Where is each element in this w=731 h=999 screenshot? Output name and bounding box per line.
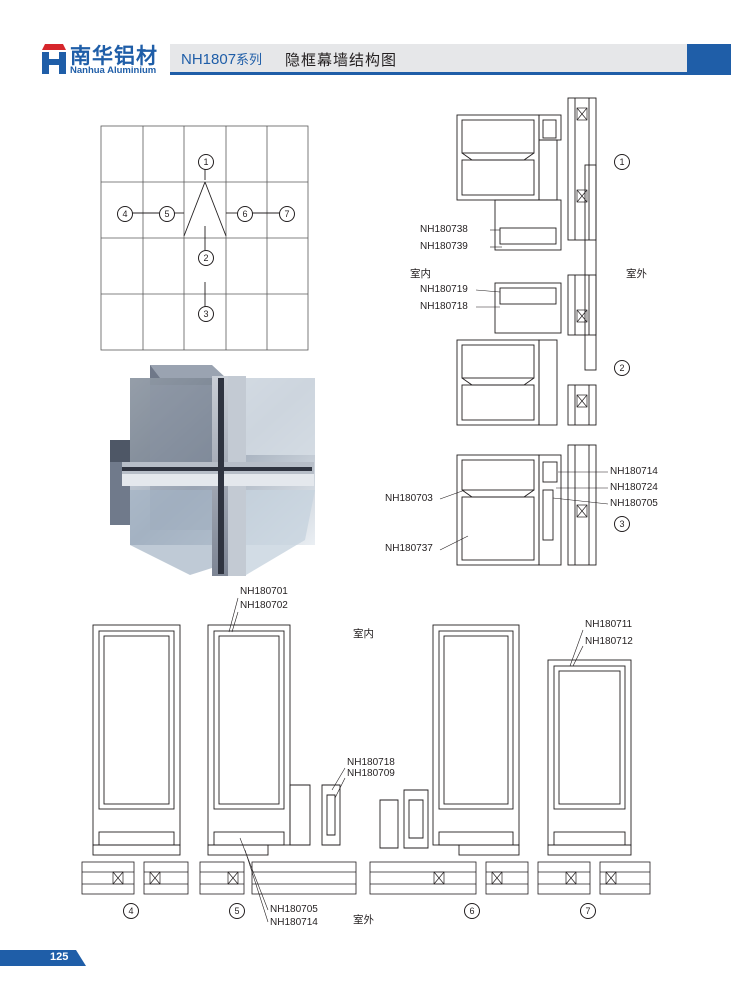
part-label: NH180714 bbox=[610, 466, 658, 477]
lower-section-glass-x bbox=[112, 871, 617, 885]
lower-section-leaders bbox=[228, 597, 584, 923]
section-callout-4: 4 bbox=[123, 903, 139, 919]
part-label: NH180714 bbox=[270, 917, 318, 928]
part-label: NH180718 bbox=[420, 301, 468, 312]
upper-room-outside-label: 室外 bbox=[626, 268, 647, 280]
header-bar-accent bbox=[687, 44, 731, 72]
grid-callout-1: 1 bbox=[198, 154, 214, 170]
section-callout-7: 7 bbox=[580, 903, 596, 919]
brand-name-cn: 南华铝材 bbox=[70, 45, 158, 68]
part-label: NH180737 bbox=[385, 543, 433, 554]
page-header: 南华铝材 Nanhua Aluminium NH1807系列 隐框幕墙结构图 bbox=[0, 0, 731, 82]
grid-callout-3: 3 bbox=[198, 306, 214, 322]
part-label: NH180738 bbox=[420, 224, 468, 235]
upper-section-leaders bbox=[439, 229, 609, 551]
lower-room-outside-label: 室外 bbox=[353, 914, 374, 926]
upper-section-glass-x bbox=[576, 107, 588, 518]
page-number-tab bbox=[0, 950, 86, 966]
part-label: NH180719 bbox=[420, 284, 468, 295]
part-label: NH180739 bbox=[420, 241, 468, 252]
grid-callout-5: 5 bbox=[159, 206, 175, 222]
section-callout-5: 5 bbox=[229, 903, 245, 919]
part-label: NH180705 bbox=[270, 904, 318, 915]
section-callout-6: 6 bbox=[464, 903, 480, 919]
lower-room-inside-label: 室内 bbox=[353, 628, 374, 640]
lower-section-glass bbox=[81, 861, 651, 895]
elevation-grid bbox=[100, 125, 309, 351]
section-callout-1: 1 bbox=[614, 154, 630, 170]
grid-callout-2: 2 bbox=[198, 250, 214, 266]
part-label: NH180712 bbox=[585, 636, 633, 647]
header-bar bbox=[170, 44, 687, 72]
upper-room-inside-label: 室内 bbox=[410, 268, 431, 280]
part-label: NH180718 bbox=[347, 757, 395, 768]
isometric-render bbox=[110, 365, 315, 576]
grid-callout-7: 7 bbox=[279, 206, 295, 222]
lower-section-profiles bbox=[92, 624, 632, 856]
section-callout-3: 3 bbox=[614, 516, 630, 532]
part-label: NH180711 bbox=[585, 619, 633, 630]
part-label: NH180703 bbox=[385, 493, 433, 504]
nanhua-logo-icon bbox=[42, 44, 66, 74]
series-code: NH1807系列 bbox=[181, 51, 263, 68]
part-label: NH180701 bbox=[240, 586, 288, 597]
page-number: 125 bbox=[50, 951, 69, 963]
part-label: NH180705 bbox=[610, 498, 658, 509]
grid-callout-4: 4 bbox=[117, 206, 133, 222]
part-label: NH180724 bbox=[610, 482, 658, 493]
part-label: NH180709 bbox=[347, 768, 395, 779]
grid-callout-6: 6 bbox=[237, 206, 253, 222]
page-title: 隐框幕墙结构图 bbox=[285, 52, 398, 69]
section-callout-2: 2 bbox=[614, 360, 630, 376]
header-underline bbox=[170, 72, 731, 75]
upper-section-profiles bbox=[456, 97, 597, 566]
brand-name-en: Nanhua Aluminium bbox=[70, 65, 157, 76]
part-label: NH180702 bbox=[240, 600, 288, 611]
